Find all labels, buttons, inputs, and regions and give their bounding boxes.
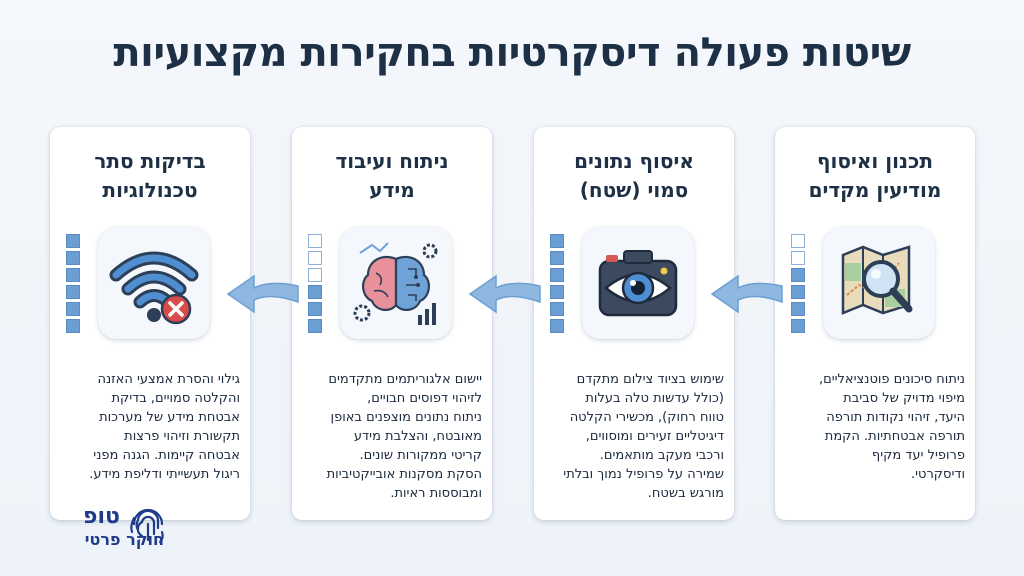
card-title: איסוף נתונים סמוי (שטח) bbox=[574, 149, 694, 202]
card-tech-sweep: בדיקות סתר טכנולוגיות גילוי והסרת אמצעי … bbox=[50, 127, 250, 520]
card-description: ניתוח סיכונים פוטנציאליים,מיפוי מדויק של… bbox=[818, 372, 965, 482]
progress-squares bbox=[550, 234, 564, 333]
fingerprint-icon bbox=[130, 508, 164, 544]
page-title: שיטות פעולה דיסקרטיות בחקירות מקצועיות bbox=[113, 30, 911, 76]
brand-logo: טופ חוקר פרטי bbox=[22, 500, 182, 560]
brain-analytics-icon bbox=[340, 227, 452, 339]
map-magnifier-icon bbox=[823, 227, 935, 339]
progress-squares bbox=[66, 234, 80, 333]
progress-squares bbox=[308, 234, 322, 333]
card-field-collection: איסוף נתונים סמוי (שטח) שימוש בציוד צילו… bbox=[534, 127, 734, 520]
card-title: ניתוח ועיבוד מידע bbox=[335, 149, 449, 202]
card-planning: תכנון ואיסוף מודיעין מקדים ניתוח סיכונים… bbox=[775, 127, 975, 520]
camera-eye-icon bbox=[582, 227, 694, 339]
card-title: תכנון ואיסוף מודיעין מקדים bbox=[808, 149, 942, 202]
card-analysis: ניתוח ועיבוד מידע יישום אלגוריתמים מתקדמ… bbox=[292, 127, 492, 520]
logo-tagline: חוקר פרטי bbox=[84, 530, 164, 549]
arrow-left-icon bbox=[710, 274, 783, 314]
wifi-blocked-icon bbox=[98, 227, 210, 339]
logo-name: טופ bbox=[83, 504, 120, 529]
arrow-left-icon bbox=[468, 274, 541, 314]
card-title: בדיקות סתר טכנולוגיות bbox=[94, 149, 206, 202]
card-description: שימוש בציוד צילום מתקדם(כולל עדשות טלה ב… bbox=[563, 372, 724, 501]
progress-squares bbox=[791, 234, 805, 333]
arrow-left-icon bbox=[226, 274, 299, 314]
